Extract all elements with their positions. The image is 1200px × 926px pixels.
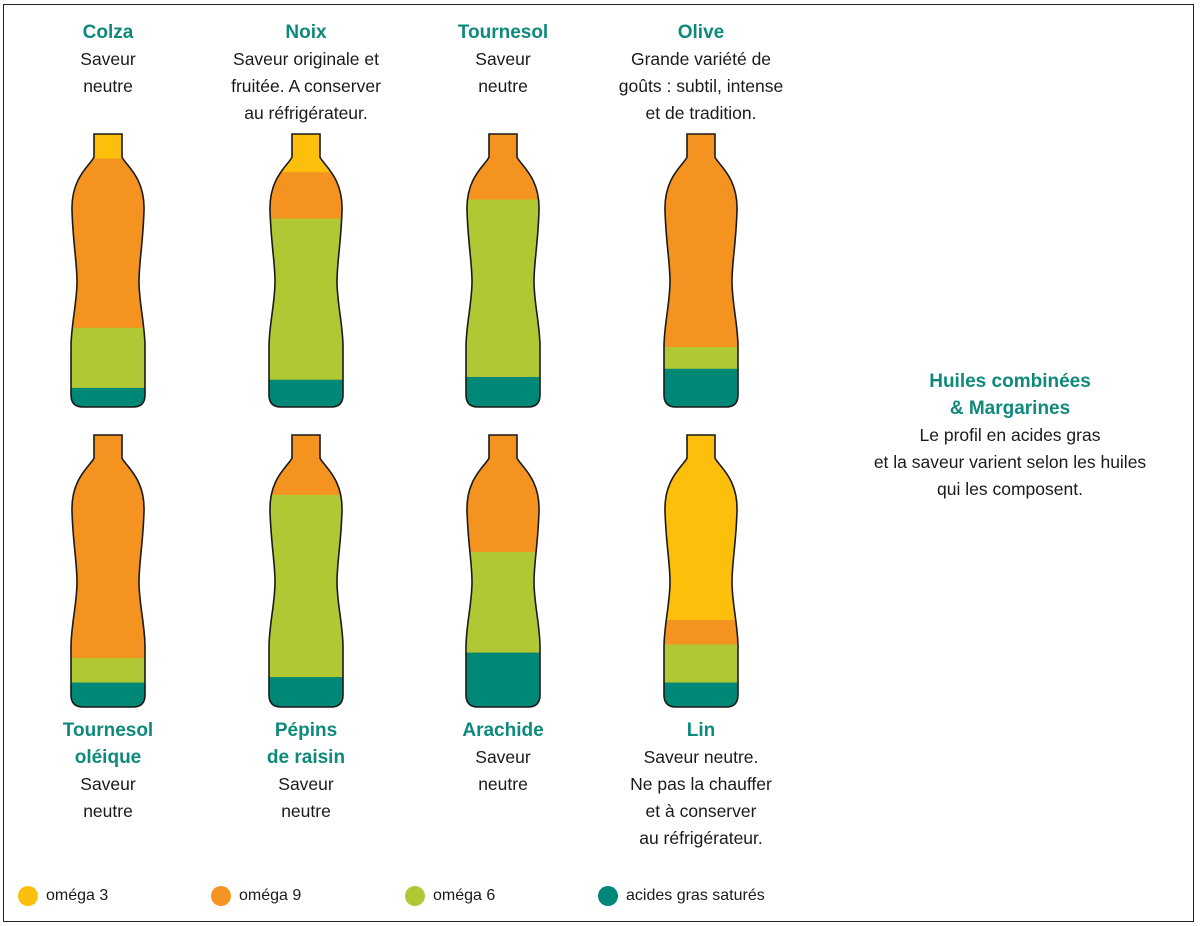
legend-label: oméga 9 (239, 887, 302, 904)
legend-label: oméga 3 (46, 887, 109, 904)
oil-description: Grande variété de goûts : subtil, intens… (618, 49, 784, 123)
bottle-noix (268, 133, 344, 408)
omega3-dot-icon (18, 886, 38, 906)
label-pepins-de-raisin: Pépins de raisin Saveur neutre (201, 717, 411, 825)
segment-omega9 (269, 435, 343, 496)
segment-satures (664, 368, 738, 407)
segment-omega9 (71, 158, 145, 329)
oil-description: Saveur originale et fruitée. A conserver… (231, 49, 381, 123)
segment-satures (269, 677, 343, 707)
segment-omega6 (664, 644, 738, 684)
segment-omega6 (269, 218, 343, 381)
oil-description: Saveur neutre (80, 49, 136, 96)
segment-satures (269, 379, 343, 407)
label-tournesol: Tournesol Saveur neutre (398, 19, 608, 100)
oil-name: Tournesol (457, 22, 549, 43)
segment-omega3 (269, 134, 343, 173)
segment-omega9 (269, 172, 343, 220)
segment-omega6 (466, 551, 540, 654)
satures-dot-icon (598, 886, 618, 906)
bottle-colza (70, 133, 146, 408)
bottle-outline (70, 434, 146, 708)
oil-description: Saveur neutre (475, 49, 531, 96)
bottle-outline (663, 434, 739, 708)
segment-omega3 (71, 134, 145, 160)
oil-name: Olive (677, 22, 725, 43)
side-note: Huiles combinées & Margarines Le profil … (830, 368, 1190, 503)
bottle-outline (465, 434, 541, 708)
segment-satures (71, 387, 145, 407)
segment-omega6 (71, 327, 145, 389)
segment-satures (466, 652, 540, 707)
side-note-text: Le profil en acides gras et la saveur va… (873, 425, 1147, 499)
label-colza: Colza Saveur neutre (3, 19, 213, 100)
segment-satures (664, 682, 738, 707)
side-note-title: Huiles combinées & Margarines (929, 371, 1091, 419)
bottle-outline (465, 133, 541, 408)
figure-frame (3, 4, 1194, 922)
bottle-arachide (465, 434, 541, 708)
legend-item-satures: acides gras saturés (598, 886, 765, 906)
bottle-olive (663, 133, 739, 408)
label-lin: Lin Saveur neutre. Ne pas la chauffer et… (596, 717, 806, 852)
oil-description: Saveur neutre (278, 774, 334, 821)
oil-name: Tournesol oléique (62, 720, 154, 768)
bottle-tournesol-oleique (70, 434, 146, 708)
segment-omega9 (466, 134, 540, 201)
oil-description: Saveur neutre (475, 747, 531, 794)
oil-name: Pépins de raisin (266, 720, 346, 768)
bottle-pepins-de-raisin (268, 434, 344, 708)
segment-satures (466, 376, 540, 407)
segment-omega9 (664, 619, 738, 645)
bottle-outline (70, 133, 146, 408)
legend-label: oméga 6 (433, 887, 496, 904)
legend-label: acides gras saturés (626, 887, 765, 904)
segment-omega9 (466, 435, 540, 553)
omega9-dot-icon (211, 886, 231, 906)
segment-omega6 (71, 658, 145, 684)
legend-item-omega6: oméga 6 (405, 886, 495, 906)
oil-name: Lin (686, 720, 716, 741)
bottle-lin (663, 434, 739, 708)
oil-description: Saveur neutre (80, 774, 136, 821)
segment-omega9 (71, 435, 145, 659)
bottle-outline (268, 434, 344, 708)
oil-name: Arachide (462, 720, 544, 741)
segment-omega6 (664, 346, 738, 370)
oil-name: Colza (82, 22, 134, 43)
segment-satures (71, 682, 145, 707)
oil-description: Saveur neutre. Ne pas la chauffer et à c… (630, 747, 772, 848)
bottle-tournesol (465, 133, 541, 408)
label-tournesol-oleique: Tournesol oléique Saveur neutre (3, 717, 213, 825)
segment-omega6 (466, 199, 540, 378)
label-noix: Noix Saveur originale et fruitée. A cons… (201, 19, 411, 127)
label-olive: Olive Grande variété de goûts : subtil, … (596, 19, 806, 127)
segment-omega9 (664, 134, 738, 348)
label-arachide: Arachide Saveur neutre (398, 717, 608, 798)
legend-item-omega3: oméga 3 (18, 886, 108, 906)
segment-omega3 (664, 435, 738, 621)
omega6-dot-icon (405, 886, 425, 906)
oil-name: Noix (285, 22, 327, 43)
bottle-outline (663, 133, 739, 408)
segment-omega6 (269, 494, 343, 678)
bottle-outline (268, 133, 344, 408)
legend-item-omega9: oméga 9 (211, 886, 301, 906)
